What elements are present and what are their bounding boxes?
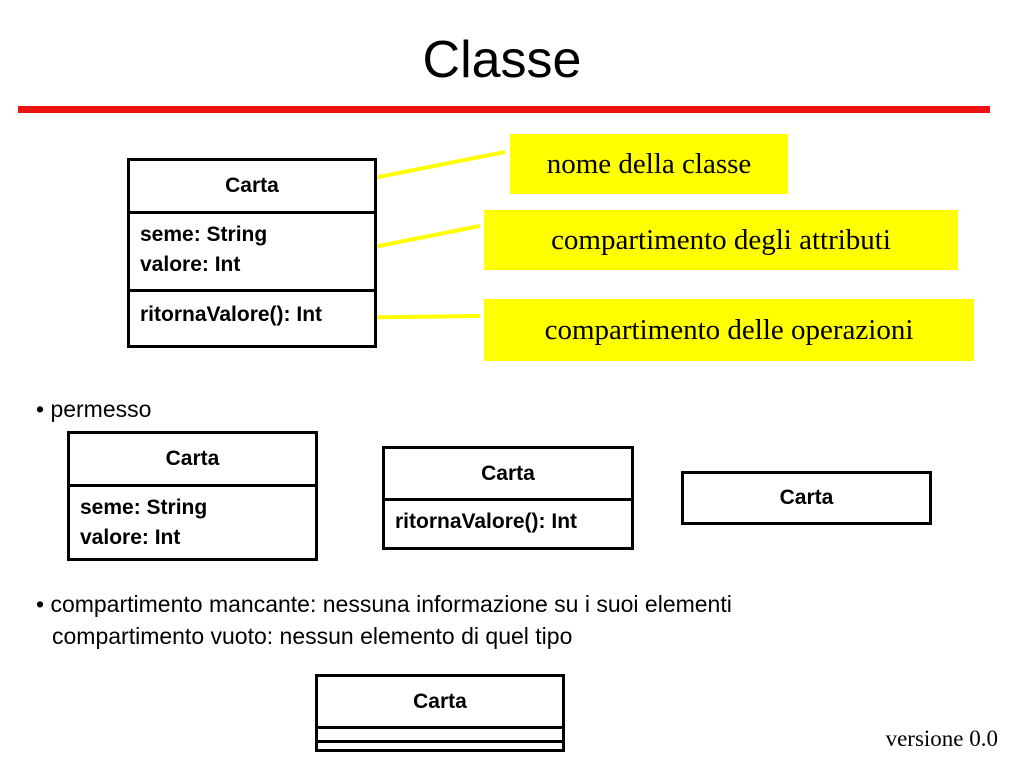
example-class-name-only: Carta [681, 471, 932, 525]
class-name: Carta [318, 677, 562, 729]
bullet-permesso: • permesso [36, 396, 152, 422]
operations-compartment: ritornaValore(): Int [385, 501, 631, 537]
attributes-compartment: seme: String valore: Int [130, 214, 374, 292]
example-class-attributes: Carta seme: String valore: Int [67, 431, 318, 561]
empty-compartments-class: Carta [315, 674, 565, 752]
operation: ritornaValore(): Int [140, 303, 323, 326]
callout-attributes: compartimento degli attributi [484, 210, 958, 270]
attribute: valore: Int [80, 526, 181, 549]
note-empty-compartment: compartimento vuoto: nessun elemento di … [52, 623, 573, 649]
operations-compartment: ritornaValore(): Int [130, 292, 374, 330]
class-name: Carta [779, 486, 834, 509]
class-name: Carta [385, 449, 631, 501]
callout-class-name: nome della classe [510, 134, 788, 194]
main-class-box: Carta seme: String valore: Int ritornaVa… [127, 158, 377, 348]
slide-title: Classe [422, 31, 582, 89]
empty-operations-compartment [318, 743, 562, 749]
note-missing-compartment: • compartimento mancante: nessuna inform… [36, 591, 732, 617]
version-label: versione 0.0 [885, 726, 998, 751]
attribute: seme: String [140, 223, 268, 246]
callout-operations: compartimento delle operazioni [484, 299, 974, 361]
attribute: valore: Int [140, 253, 241, 276]
class-name: Carta [70, 434, 315, 487]
operation: ritornaValore(): Int [395, 510, 578, 533]
example-class-operations: Carta ritornaValore(): Int [382, 446, 634, 550]
title-divider [18, 106, 990, 113]
attribute: seme: String [80, 496, 208, 519]
empty-attributes-compartment [318, 729, 562, 743]
attributes-compartment: seme: String valore: Int [70, 487, 315, 553]
class-name: Carta [130, 161, 374, 214]
